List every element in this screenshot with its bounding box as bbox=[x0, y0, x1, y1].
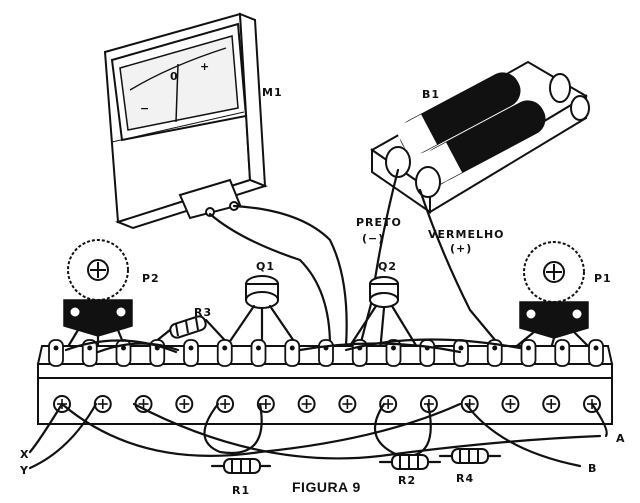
lug-hole bbox=[188, 345, 194, 351]
label-terminal-x: X bbox=[20, 448, 29, 461]
lug-hole bbox=[121, 345, 126, 351]
solder-lug bbox=[554, 339, 571, 367]
label-vermelho: VERMELHO bbox=[428, 228, 505, 241]
solder-lug bbox=[588, 339, 604, 367]
hookup-wire-4 bbox=[298, 342, 462, 354]
terminal-strip bbox=[36, 339, 614, 425]
wire-to-x bbox=[28, 402, 64, 454]
solder-lug bbox=[453, 339, 469, 367]
lug-hole bbox=[559, 345, 565, 351]
potentiometer-p2 bbox=[63, 239, 133, 354]
label-terminal-a: A bbox=[616, 432, 626, 445]
solder-lug bbox=[81, 339, 98, 367]
bottom-wire-2 bbox=[132, 402, 602, 460]
label-preto-sign: (−) bbox=[362, 232, 384, 245]
wire-to-b bbox=[464, 402, 582, 468]
label-vermelho-sign: (+) bbox=[450, 242, 472, 255]
meter-scale-plus: + bbox=[200, 60, 210, 73]
hookup-wire-2 bbox=[96, 342, 180, 354]
resistor-r4 bbox=[438, 448, 502, 464]
solder-lug bbox=[284, 339, 301, 367]
meter-scale-minus: − bbox=[140, 102, 150, 115]
solder-lug bbox=[250, 339, 267, 367]
lug-hole bbox=[53, 345, 59, 351]
label-b1: B1 bbox=[422, 88, 440, 101]
label-preto: PRETO bbox=[356, 216, 402, 229]
lug-hole bbox=[222, 345, 228, 351]
solder-lug bbox=[520, 339, 537, 367]
meter-wire-1 bbox=[208, 212, 332, 348]
solder-lug bbox=[216, 339, 233, 367]
hookup-wire-1 bbox=[64, 339, 178, 354]
lug-hole bbox=[256, 345, 261, 351]
label-q1: Q1 bbox=[256, 260, 275, 273]
label-p2: P2 bbox=[142, 272, 160, 285]
label-r1: R1 bbox=[232, 484, 250, 497]
lug-hole bbox=[289, 345, 295, 351]
meter-wire-2 bbox=[232, 204, 348, 348]
label-m1: M1 bbox=[262, 86, 283, 99]
meter-scale-zero: 0 bbox=[170, 70, 179, 83]
lug-hole bbox=[492, 345, 498, 351]
resistor-r2 bbox=[378, 454, 442, 470]
solder-lug bbox=[318, 339, 334, 367]
wire-to-y bbox=[28, 402, 98, 470]
label-r3: R3 bbox=[194, 306, 212, 319]
meter-needle bbox=[175, 63, 179, 123]
solder-lug bbox=[486, 339, 503, 367]
battery-holder-b1 bbox=[370, 60, 590, 214]
label-r2: R2 bbox=[398, 474, 416, 487]
figure-title: FIGURA 9 bbox=[292, 479, 361, 495]
label-terminal-b: B bbox=[588, 462, 597, 475]
label-p1: P1 bbox=[594, 272, 612, 285]
label-terminal-y: Y bbox=[19, 464, 29, 477]
solder-lug bbox=[419, 339, 436, 367]
red-wire bbox=[418, 188, 502, 348]
solder-lug bbox=[48, 339, 64, 367]
hookup-wire-3 bbox=[344, 338, 522, 352]
bottom-wire-1 bbox=[60, 402, 462, 457]
label-r4: R4 bbox=[456, 472, 474, 485]
label-q2: Q2 bbox=[378, 260, 397, 273]
resistor-r1 bbox=[210, 458, 272, 474]
solder-lug bbox=[385, 339, 402, 367]
meter-m1: − 0 + bbox=[103, 12, 268, 230]
potentiometer-p1 bbox=[510, 241, 594, 354]
lug-hole bbox=[526, 345, 531, 351]
lug-hole bbox=[458, 345, 464, 351]
lug-hole bbox=[593, 345, 599, 351]
wire-to-a bbox=[590, 402, 608, 438]
solder-lug bbox=[183, 339, 199, 367]
lug-hole bbox=[87, 345, 93, 351]
loop-r1 bbox=[203, 402, 263, 455]
black-wire bbox=[358, 168, 400, 348]
lug-hole bbox=[391, 345, 396, 351]
